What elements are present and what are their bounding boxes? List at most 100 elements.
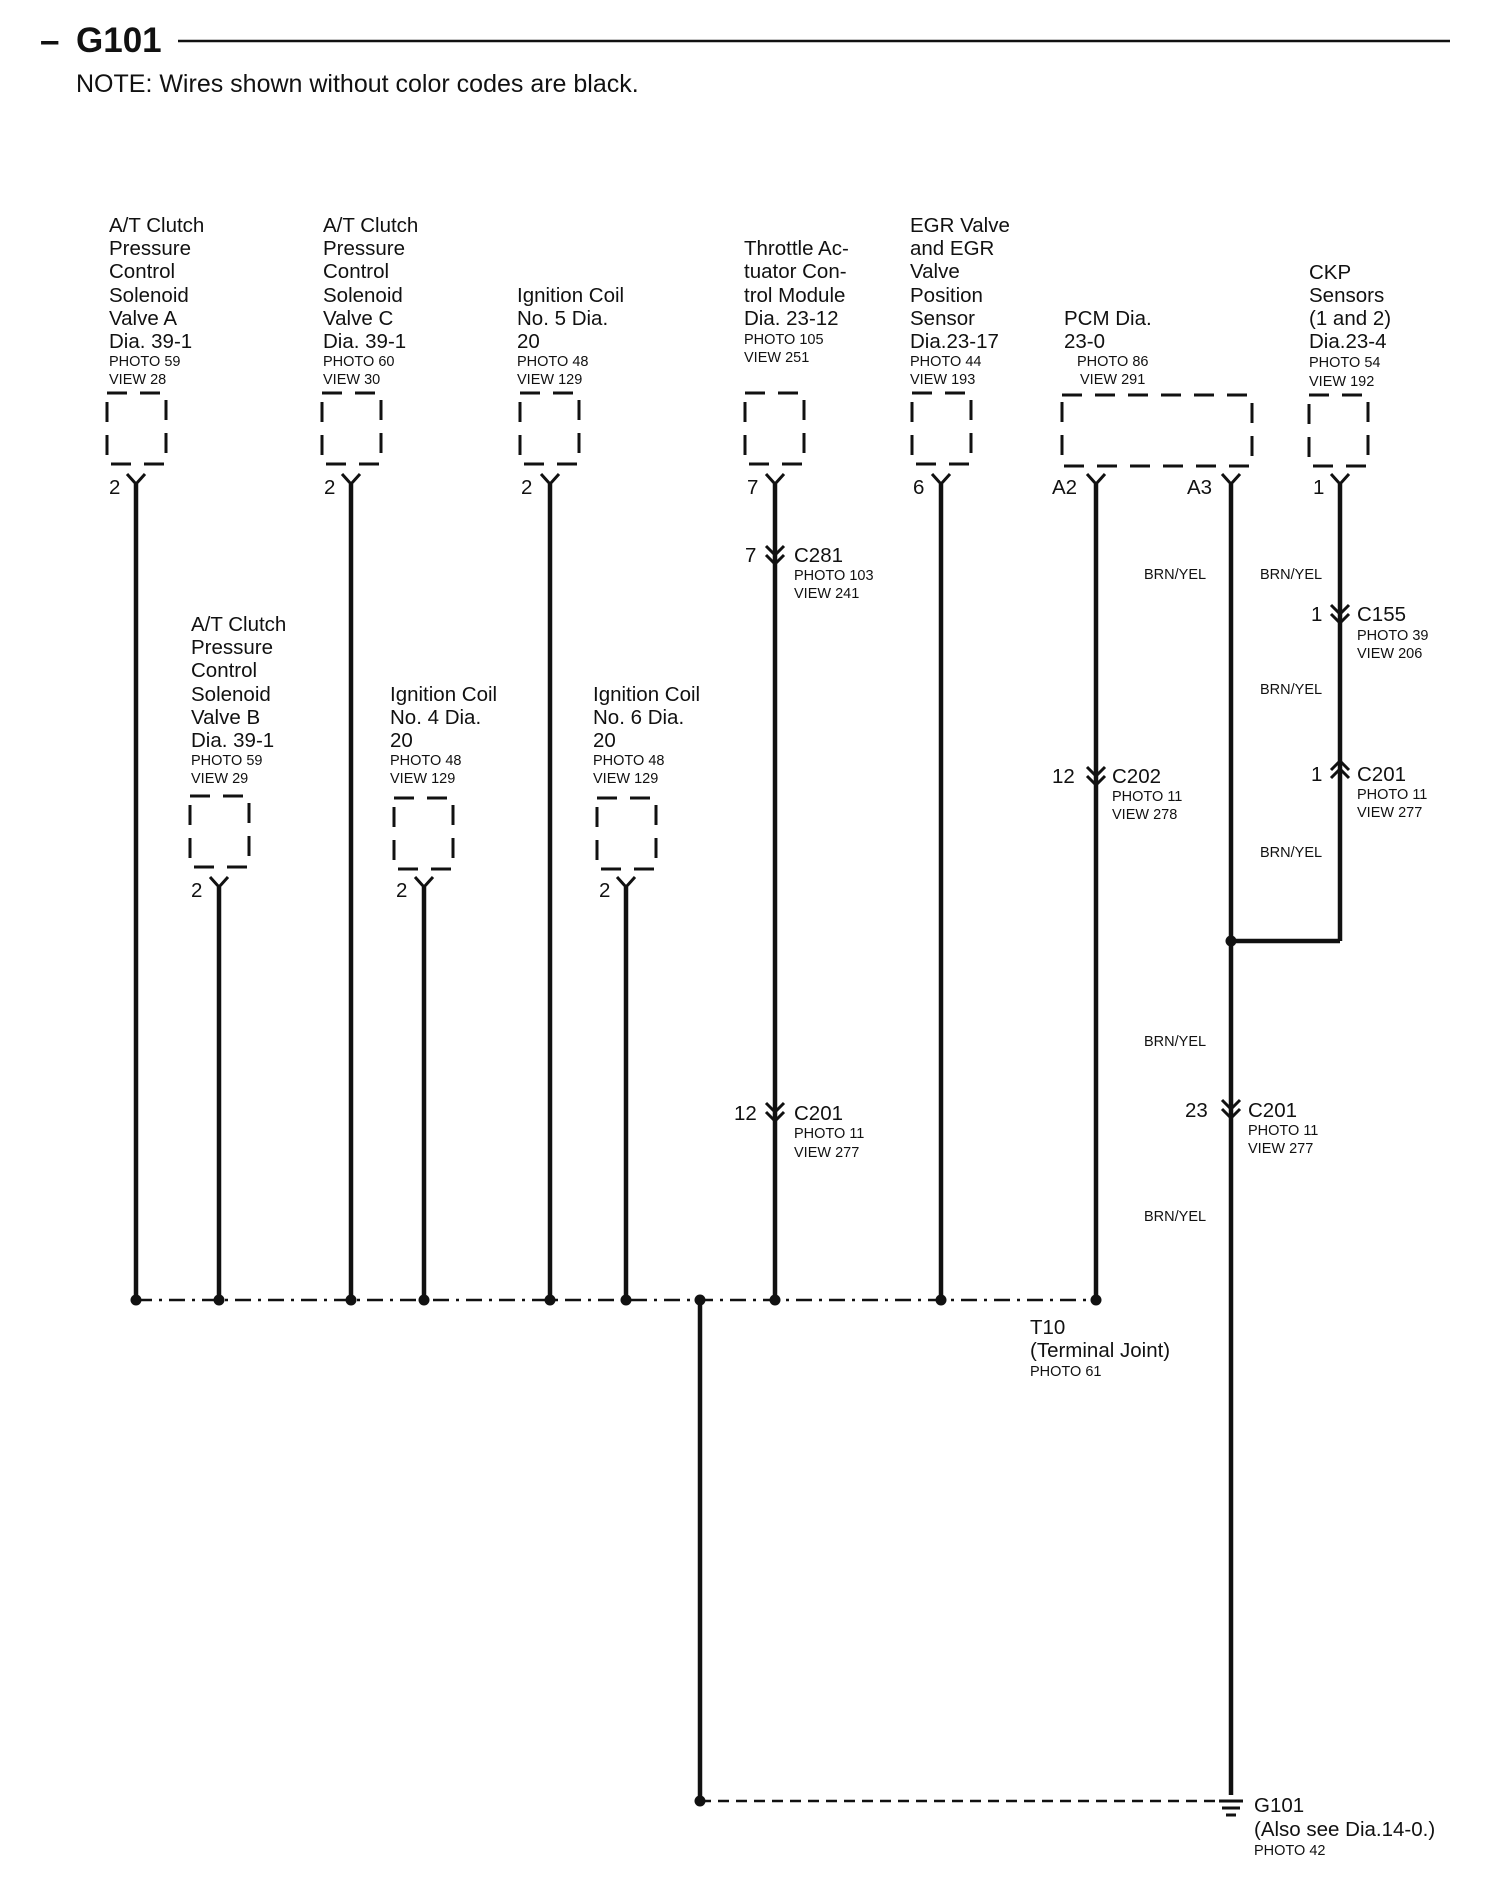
view-ref: VIEW 278 bbox=[1112, 807, 1177, 823]
ground-g101: G101 (Also see Dia.14-0.) PHOTO 42 bbox=[1219, 1794, 1435, 1859]
connector-box bbox=[910, 391, 973, 466]
label-line: Valve B bbox=[191, 706, 260, 729]
connector-box bbox=[392, 796, 455, 871]
component-egr-valve: EGR Valve and EGR Valve Position Sensor … bbox=[910, 214, 1010, 499]
photo-ref: PHOTO 105 bbox=[744, 332, 824, 348]
label-line: trol Module bbox=[744, 284, 845, 307]
label-line: Dia.23-17 bbox=[910, 330, 999, 353]
view-ref: VIEW 206 bbox=[1357, 646, 1422, 662]
pin-number: A3 bbox=[1187, 476, 1212, 499]
label-line: (1 and 2) bbox=[1309, 307, 1391, 330]
pin-number: 7 bbox=[745, 544, 756, 567]
label-line: Pressure bbox=[109, 237, 191, 260]
photo-ref: PHOTO 11 bbox=[1357, 787, 1427, 803]
splice-dot bbox=[620, 1294, 632, 1306]
connector-name: C201 bbox=[1357, 763, 1406, 786]
label-line: EGR Valve bbox=[910, 214, 1010, 237]
photo-ref: PHOTO 59 bbox=[109, 354, 180, 370]
pin-number: 12 bbox=[1052, 765, 1075, 788]
component-ignition-coil-5: Ignition Coil No. 5 Dia. 20 PHOTO 48 VIE… bbox=[517, 284, 624, 499]
label-line: A/T Clutch bbox=[191, 613, 286, 636]
splice-dot bbox=[544, 1294, 556, 1306]
connector-box bbox=[743, 391, 806, 466]
label-line: No. 6 Dia. bbox=[593, 706, 684, 729]
connector-name: C202 bbox=[1112, 765, 1161, 788]
view-ref: VIEW 29 bbox=[191, 771, 248, 787]
view-ref: VIEW 277 bbox=[1248, 1141, 1313, 1157]
label-line: Ignition Coil bbox=[517, 284, 624, 307]
label-line: PCM Dia. bbox=[1064, 307, 1152, 330]
wires bbox=[133, 484, 1343, 1801]
connector-box bbox=[188, 794, 251, 869]
label-line: Dia. 39-1 bbox=[109, 330, 192, 353]
connector-c201-tac: 12 C201 PHOTO 11 VIEW 277 bbox=[734, 1101, 864, 1161]
label-line: No. 5 Dia. bbox=[517, 307, 608, 330]
view-ref: VIEW 291 bbox=[1080, 372, 1145, 388]
component-ckp-sensors: CKP Sensors (1 and 2) Dia.23-4 PHOTO 54 … bbox=[1307, 261, 1391, 499]
component-ignition-coil-4: Ignition Coil No. 4 Dia. 20 PHOTO 48 VIE… bbox=[390, 683, 497, 902]
view-ref: VIEW 30 bbox=[323, 372, 380, 388]
photo-ref: PHOTO 48 bbox=[593, 753, 664, 769]
terminal-symbol bbox=[1220, 472, 1242, 487]
wire-color-label: BRN/YEL bbox=[1144, 1034, 1206, 1050]
label-line: Valve bbox=[910, 260, 960, 283]
label-line: Position bbox=[910, 284, 983, 307]
terminal-symbol bbox=[125, 472, 147, 487]
terminal-joint-t10: T10 (Terminal Joint) PHOTO 61 bbox=[1030, 1316, 1170, 1380]
splice-dot bbox=[935, 1294, 947, 1306]
connector-box bbox=[518, 391, 581, 466]
pin-number: 2 bbox=[599, 879, 610, 902]
label-line: CKP bbox=[1309, 261, 1351, 284]
label-line: A/T Clutch bbox=[323, 214, 418, 237]
wire-color-label: BRN/YEL bbox=[1260, 845, 1322, 861]
pin-number: 1 bbox=[1311, 603, 1322, 626]
label-line: Dia.23-4 bbox=[1309, 330, 1387, 353]
connector-name: C201 bbox=[1248, 1099, 1297, 1122]
pin-number: 1 bbox=[1311, 763, 1322, 786]
pin-number: 1 bbox=[1313, 476, 1324, 499]
ground-name: G101 bbox=[1254, 1794, 1304, 1817]
terminal-symbol bbox=[764, 472, 786, 487]
joint-name: T10 bbox=[1030, 1316, 1065, 1339]
title-dash: – bbox=[40, 21, 59, 60]
photo-ref: PHOTO 61 bbox=[1030, 1364, 1101, 1380]
inline-connector-symbol bbox=[764, 544, 786, 567]
pin-number: A2 bbox=[1052, 476, 1077, 499]
component-throttle-actuator-control-module: Throttle Ac- tuator Con- trol Module Dia… bbox=[743, 237, 849, 499]
connector-name: C201 bbox=[794, 1102, 843, 1125]
photo-ref: PHOTO 54 bbox=[1309, 355, 1380, 371]
connector-box bbox=[105, 391, 168, 466]
photo-ref: PHOTO 11 bbox=[794, 1126, 864, 1142]
terminal-symbol bbox=[539, 472, 561, 487]
label-line: 20 bbox=[390, 729, 413, 752]
label-line: Dia. 39-1 bbox=[191, 729, 274, 752]
photo-ref: PHOTO 11 bbox=[1112, 789, 1182, 805]
photo-ref: PHOTO 60 bbox=[323, 354, 394, 370]
view-ref: VIEW 277 bbox=[1357, 805, 1422, 821]
splice-dot bbox=[130, 1294, 142, 1306]
view-ref: VIEW 129 bbox=[593, 771, 658, 787]
pin-number: 7 bbox=[747, 476, 758, 499]
label-line: and EGR bbox=[910, 237, 994, 260]
note-text: NOTE: Wires shown without color codes ar… bbox=[76, 70, 639, 98]
label-line: 20 bbox=[517, 330, 540, 353]
terminal-symbol bbox=[1085, 472, 1107, 487]
photo-ref: PHOTO 11 bbox=[1248, 1123, 1318, 1139]
inline-connector-symbol bbox=[1220, 1098, 1242, 1121]
label-line: Pressure bbox=[323, 237, 405, 260]
pin-number: 2 bbox=[396, 879, 407, 902]
connector-box bbox=[1060, 393, 1254, 468]
photo-ref: PHOTO 103 bbox=[794, 568, 874, 584]
label-line: Sensors bbox=[1309, 284, 1384, 307]
view-ref: VIEW 129 bbox=[390, 771, 455, 787]
label-line: 20 bbox=[593, 729, 616, 752]
connector-c201-pcm: 23 C201 PHOTO 11 VIEW 277 bbox=[1185, 1098, 1318, 1157]
label-line: 23-0 bbox=[1064, 330, 1105, 353]
splice-dot bbox=[694, 1795, 706, 1807]
joint-desc: (Terminal Joint) bbox=[1030, 1339, 1170, 1362]
label-line: Solenoid bbox=[109, 284, 189, 307]
wire-color-label: BRN/YEL bbox=[1144, 1209, 1206, 1225]
connector-box bbox=[1307, 393, 1370, 468]
label-line: Valve C bbox=[323, 307, 393, 330]
